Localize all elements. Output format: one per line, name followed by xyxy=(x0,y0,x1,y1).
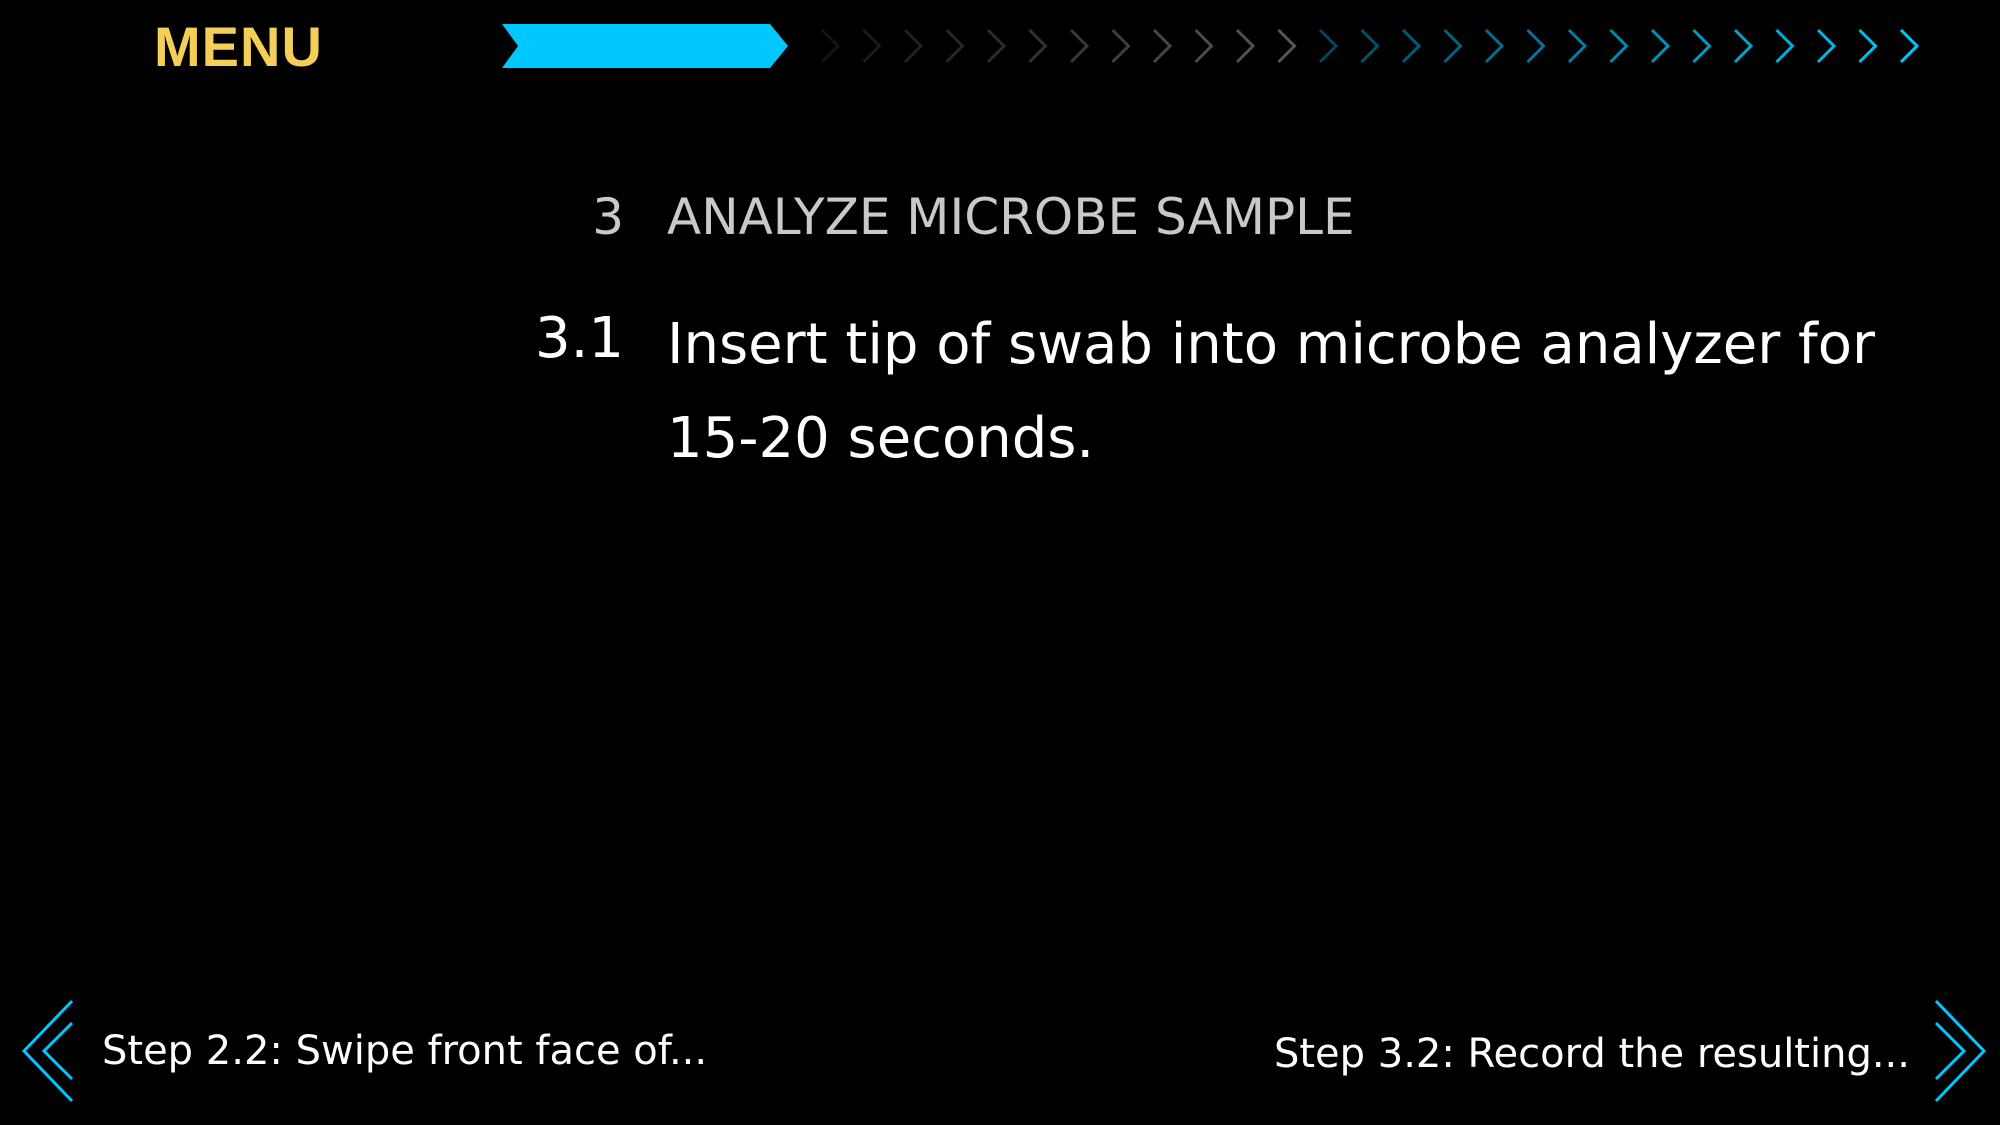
step-text: Insert tip of swab into microbe analyzer… xyxy=(667,312,1876,471)
menu-button[interactable]: MENU xyxy=(154,15,323,78)
progress-chevron xyxy=(1567,28,1588,64)
progress-chevron xyxy=(1028,28,1048,64)
previous-step-label: Step 2.2: Swipe front face of... xyxy=(102,1028,708,1074)
progress-chevron xyxy=(1111,28,1131,64)
progress-chevron xyxy=(1899,28,1920,64)
progress-chevron xyxy=(1609,28,1629,64)
progress-chevron xyxy=(903,28,924,64)
progress-chevron xyxy=(1401,28,1422,64)
progress-chevron xyxy=(986,28,1007,64)
previous-step-button[interactable]: Step 2.2: Swipe front face of... xyxy=(18,998,707,1108)
step-number: 3.1 xyxy=(534,306,624,371)
next-step-button[interactable]: Step 3.2: Record the resulting... xyxy=(1274,998,1990,1108)
progress-chevron xyxy=(1526,28,1546,64)
progress-chevron xyxy=(1775,28,1795,64)
progress-chevron xyxy=(1360,28,1380,64)
progress-chevron xyxy=(1235,28,1256,64)
progress-chevron xyxy=(1816,28,1837,64)
double-chevron-left-icon xyxy=(18,999,74,1108)
progress-chevron xyxy=(1277,28,1297,64)
progress-bar xyxy=(502,20,1942,72)
section-title: ANALYZE MICROBE SAMPLE xyxy=(667,188,1355,246)
progress-chevron xyxy=(1650,28,1671,64)
section-heading: 3 ANALYZE MICROBE SAMPLE xyxy=(0,188,2000,258)
progress-chevron xyxy=(1069,28,1090,64)
progress-chevron xyxy=(1443,28,1463,64)
next-step-label: Step 3.2: Record the resulting... xyxy=(1273,1031,1910,1077)
progress-chevron xyxy=(1858,28,1878,64)
section-number: 3 xyxy=(592,188,624,246)
progress-chevron xyxy=(1152,28,1173,64)
progress-chevron xyxy=(1692,28,1712,64)
progress-chevron xyxy=(1484,28,1505,64)
progress-chevrons xyxy=(502,24,1920,68)
progress-chevron xyxy=(1194,28,1214,64)
progress-chevron xyxy=(820,28,841,64)
progress-chevron xyxy=(862,28,882,64)
double-chevron-right-icon xyxy=(1934,999,1990,1108)
progress-chevron xyxy=(1318,28,1339,64)
progress-active-tick xyxy=(502,28,517,64)
progress-active-segment xyxy=(502,24,788,68)
progress-chevron xyxy=(1733,28,1754,64)
progress-chevron xyxy=(945,28,965,64)
